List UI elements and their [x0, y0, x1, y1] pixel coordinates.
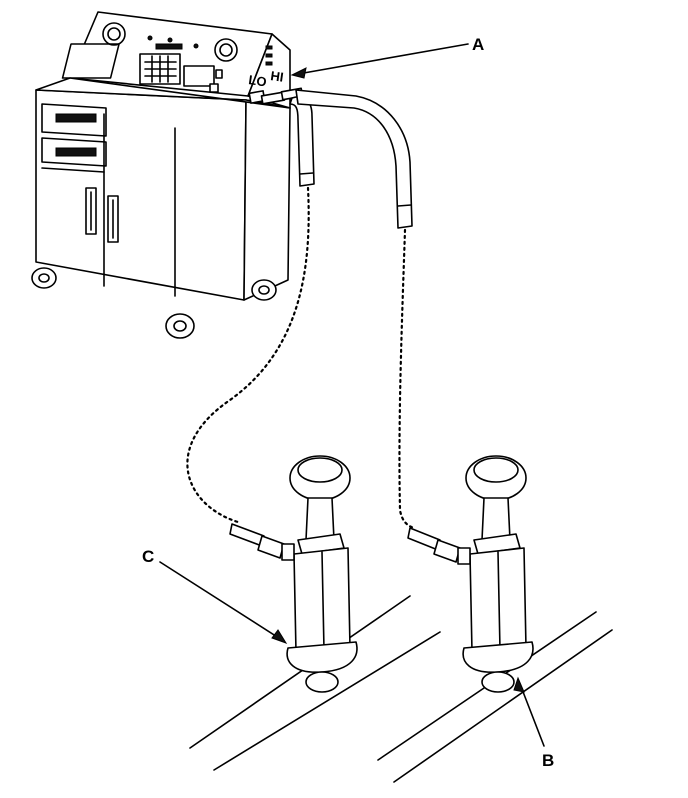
callout-a: A: [290, 35, 484, 79]
label-b: B: [542, 751, 554, 770]
callout-b: B: [513, 676, 554, 770]
label-c: C: [142, 547, 154, 566]
lo-port-label: LO: [248, 72, 268, 89]
lo-hose: [289, 96, 315, 187]
lo-hose-dashed: [186, 186, 310, 524]
service-valve-c: [229, 455, 358, 693]
label-a: A: [472, 35, 484, 54]
keypad: [144, 55, 177, 83]
service-station-cart: LO HI: [31, 11, 291, 339]
hi-hose: [295, 89, 413, 229]
callout-c: C: [142, 547, 288, 644]
casters: [31, 267, 277, 339]
service-valve-b: [407, 455, 534, 693]
hi-hose-dashed: [398, 228, 416, 530]
hi-port-label: HI: [270, 68, 285, 85]
